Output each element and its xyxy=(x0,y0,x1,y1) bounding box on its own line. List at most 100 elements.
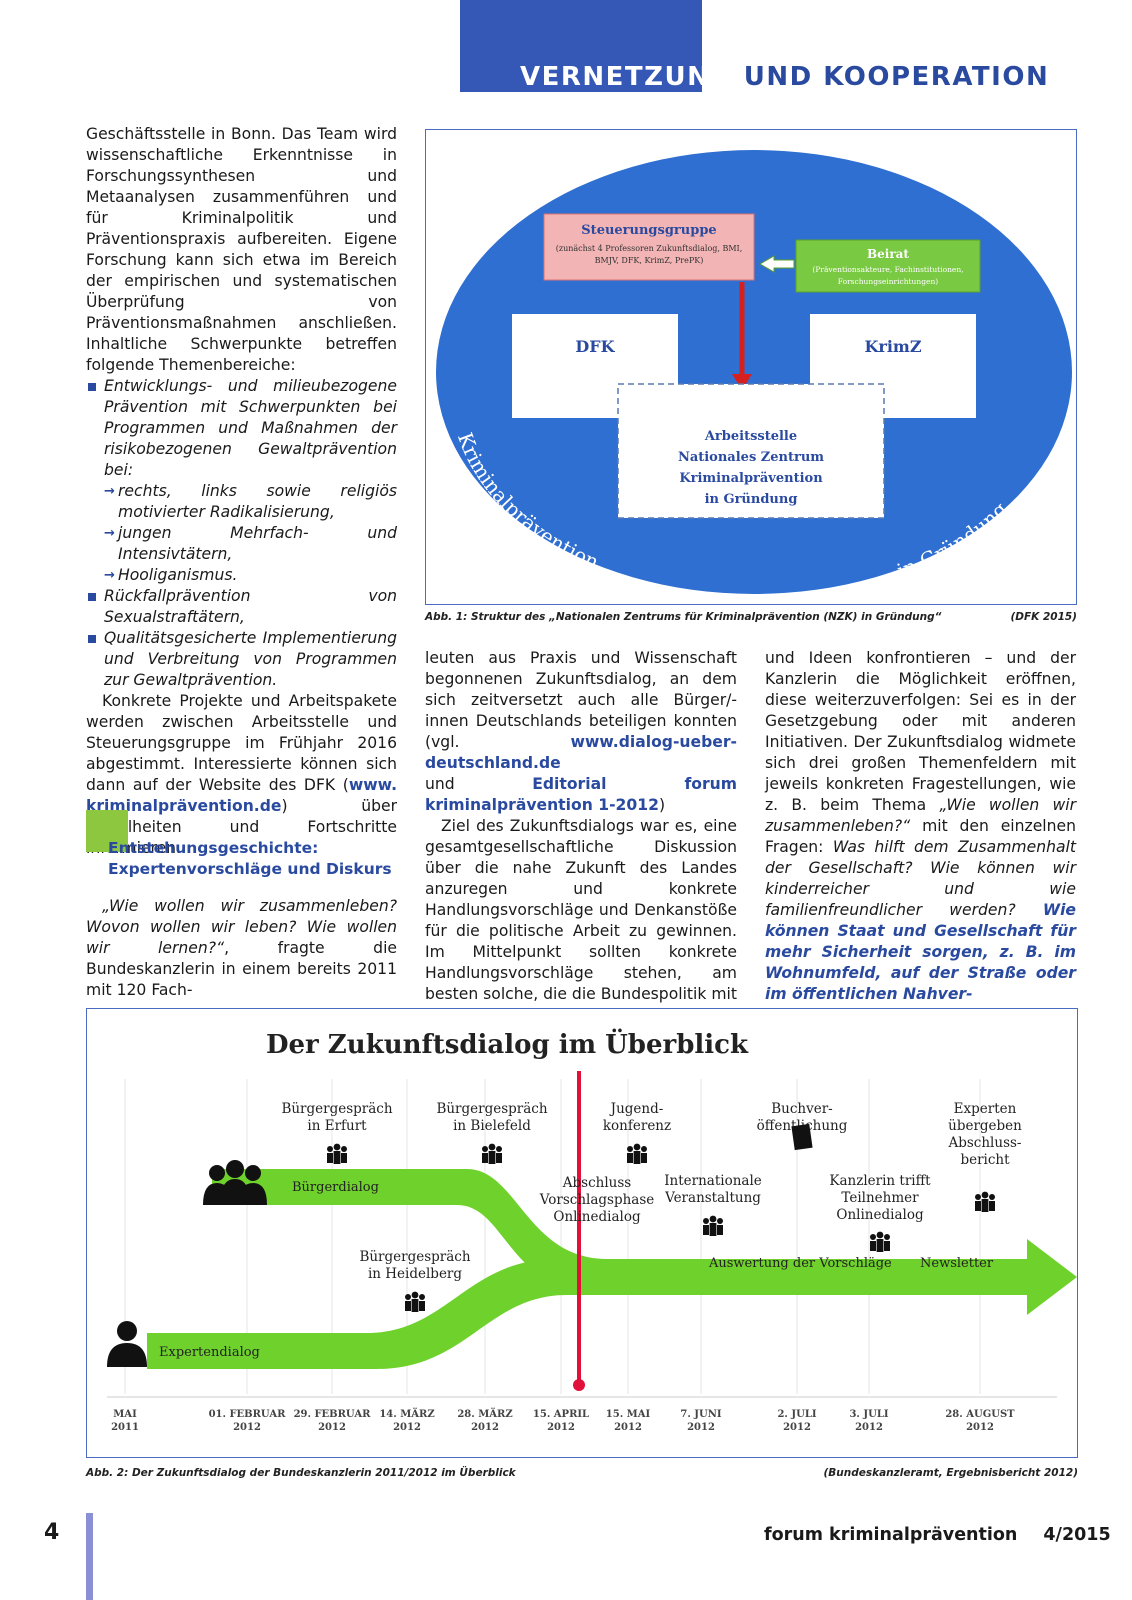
timeline-diagram: Der Zukunftsdialog im Überblick Bürgerdi… xyxy=(107,1028,1077,1433)
dialog-link[interactable]: www.dialog-ueber-deutschland.de xyxy=(425,733,737,772)
figure-structure-diagram: Nationales Zentrum für Kriminalpräventio… xyxy=(425,125,1077,605)
event-label: in Heidelberg xyxy=(368,1266,462,1282)
event-label: in Bielefeld xyxy=(453,1118,531,1134)
event-label: Experten xyxy=(954,1101,1017,1117)
event-label: in Erfurt xyxy=(307,1118,367,1134)
event-label: Abschluss xyxy=(562,1175,632,1191)
date-year-label: 2012 xyxy=(687,1422,715,1433)
steuerungsgruppe-title: Steuerungsgruppe xyxy=(581,223,716,238)
quote: Was hilft dem Zusammenhalt der Gesellsch… xyxy=(765,838,1076,919)
publication-name: forum kriminalprävention xyxy=(764,1525,1018,1545)
caption-text: Abb. 2: Der Zukunftsdialog der Bundeskan… xyxy=(86,1467,516,1479)
event-label: Vorschlagsphase xyxy=(539,1192,655,1208)
column-right: und Ideen konfrontieren – und der Kanzle… xyxy=(765,648,1076,1005)
sub-list-item: jungen Mehrfach- und Intensivtätern, xyxy=(86,523,397,565)
dfk-label: DFK xyxy=(575,337,615,356)
section-heading: Entstehungsgeschichte: Expertenvorschläg… xyxy=(108,838,392,880)
date-label: 14. MÄRZ xyxy=(379,1407,434,1420)
date-label: 28. AUGUST xyxy=(945,1409,1015,1420)
event-label: Bürgergespräch xyxy=(281,1101,392,1117)
event-label: übergeben xyxy=(948,1118,1022,1134)
date-label: 7. JUNI xyxy=(680,1409,722,1420)
timeline-title: Der Zukunftsdialog im Überblick xyxy=(266,1028,749,1060)
column-left: Geschäftsstelle in Bonn. Das Team wird w… xyxy=(86,124,397,859)
event-label: Bürgergespräch xyxy=(359,1249,470,1265)
caption-text: Abb. 1: Struktur des „Nationalen Zentrum… xyxy=(425,611,942,623)
quote: „Wie wollen wir zusammenleben? Wovon wol… xyxy=(86,897,397,957)
date-label: 15. APRIL xyxy=(533,1409,589,1420)
column-middle: leuten aus Praxis und Wissenschaft begon… xyxy=(425,648,737,1026)
page-number: 4 xyxy=(44,1520,60,1545)
date-year-label: 2012 xyxy=(318,1422,346,1433)
arbeitsstelle-line: Nationales Zentrum xyxy=(678,450,824,465)
people-icon xyxy=(627,1143,647,1164)
text: ) über Einzelheiten und Fortschritte inf… xyxy=(86,797,397,857)
people-icon xyxy=(870,1231,890,1252)
people-icon xyxy=(703,1215,723,1236)
event-label: Abschluss- xyxy=(947,1135,1021,1151)
people-icon xyxy=(327,1143,347,1164)
list-item: Qualitätsgesicherte Implementierung und … xyxy=(86,628,397,691)
quote: „Wie wollen wir zusammenleben?“ xyxy=(765,796,1076,835)
expertendialog-label: Expertendialog xyxy=(159,1345,260,1360)
section-heading-line: Entstehungsgeschichte: xyxy=(108,839,319,857)
section-title-word1: VERNETZUNG xyxy=(520,62,734,92)
text: , fragte die Bundeskanzlerin in einem be… xyxy=(86,939,397,999)
beirat-box xyxy=(795,239,981,293)
timeline-gridlines xyxy=(124,1079,981,1394)
date-year-label: 2012 xyxy=(614,1422,642,1433)
timeline-arrow-head xyxy=(1027,1239,1077,1315)
beirat-arrow xyxy=(758,255,795,273)
date-year-label: 2012 xyxy=(233,1422,261,1433)
section-heading-line: Expertenvorschläge und Diskurs xyxy=(108,860,392,878)
date-year-label: 2012 xyxy=(547,1422,575,1433)
paragraph: und Ideen konfrontieren – und der Kanzle… xyxy=(765,648,1076,1005)
section-marker xyxy=(86,810,128,852)
event-label: konferenz xyxy=(603,1118,671,1134)
text: und Ideen konfrontieren – und der Kanzle… xyxy=(765,649,1076,814)
list-item: Entwicklungs- und milieubezogene Prävent… xyxy=(86,376,397,586)
deadline-dot xyxy=(573,1379,585,1391)
buergerdialog-label: Bürgerdialog xyxy=(292,1180,379,1195)
person-icon xyxy=(107,1321,147,1367)
paragraph: „Wie wollen wir zusammenleben? Wovon wol… xyxy=(86,896,397,1001)
beirat-sub: (Präventionsakteure, Fachinstitutionen, xyxy=(812,265,963,274)
event-label: Veranstaltung xyxy=(664,1190,761,1206)
caption-source: (DFK 2015) xyxy=(1010,611,1077,623)
event-label: Teilnehmer xyxy=(841,1190,919,1206)
date-label: 29. FEBRUAR xyxy=(294,1409,372,1420)
date-label: 28. MÄRZ xyxy=(457,1407,512,1420)
text: ) xyxy=(658,796,666,814)
website-link[interactable]: www. kriminalprävention.de xyxy=(86,776,397,815)
newsletter-label: Newsletter xyxy=(920,1256,994,1271)
text: Konkrete Projekte und Arbeitspakete werd… xyxy=(86,692,397,794)
date-year-label: 2012 xyxy=(393,1422,421,1433)
people-icon xyxy=(482,1143,502,1164)
highlighted-quote: Wie können Staat und Gesellschaft für me… xyxy=(765,901,1076,1003)
text: und xyxy=(425,775,455,793)
event-jugend: Jugend-konferenz xyxy=(603,1101,671,1164)
editorial-link[interactable]: Editorial forum kriminalprävention 1-201… xyxy=(425,775,737,814)
event-label: Onlinedialog xyxy=(553,1209,641,1225)
structure-diagram: Nationales Zentrum für Kriminalpräventio… xyxy=(436,125,1072,594)
figure2-caption: Abb. 2: Der Zukunftsdialog der Bundeskan… xyxy=(86,1467,1078,1479)
vertical-arrow-head xyxy=(732,374,752,390)
arbeitsstelle-box xyxy=(617,383,885,519)
date-year-label: 2012 xyxy=(783,1422,811,1433)
issue-number: 4/2015 xyxy=(1043,1525,1111,1545)
event-label: Bürgergespräch xyxy=(436,1101,547,1117)
paragraph: leuten aus Praxis und Wissenschaft begon… xyxy=(425,648,737,816)
book-icon xyxy=(791,1123,813,1151)
event-label: Internationale xyxy=(664,1173,762,1189)
date-label: 2. JULI xyxy=(777,1409,816,1420)
date-label: MAI xyxy=(113,1409,137,1420)
buergerdialog-band xyxy=(212,1169,1037,1295)
date-year-label: 2011 xyxy=(111,1422,139,1433)
column-left-lower: „Wie wollen wir zusammenleben? Wovon wol… xyxy=(86,896,397,1001)
